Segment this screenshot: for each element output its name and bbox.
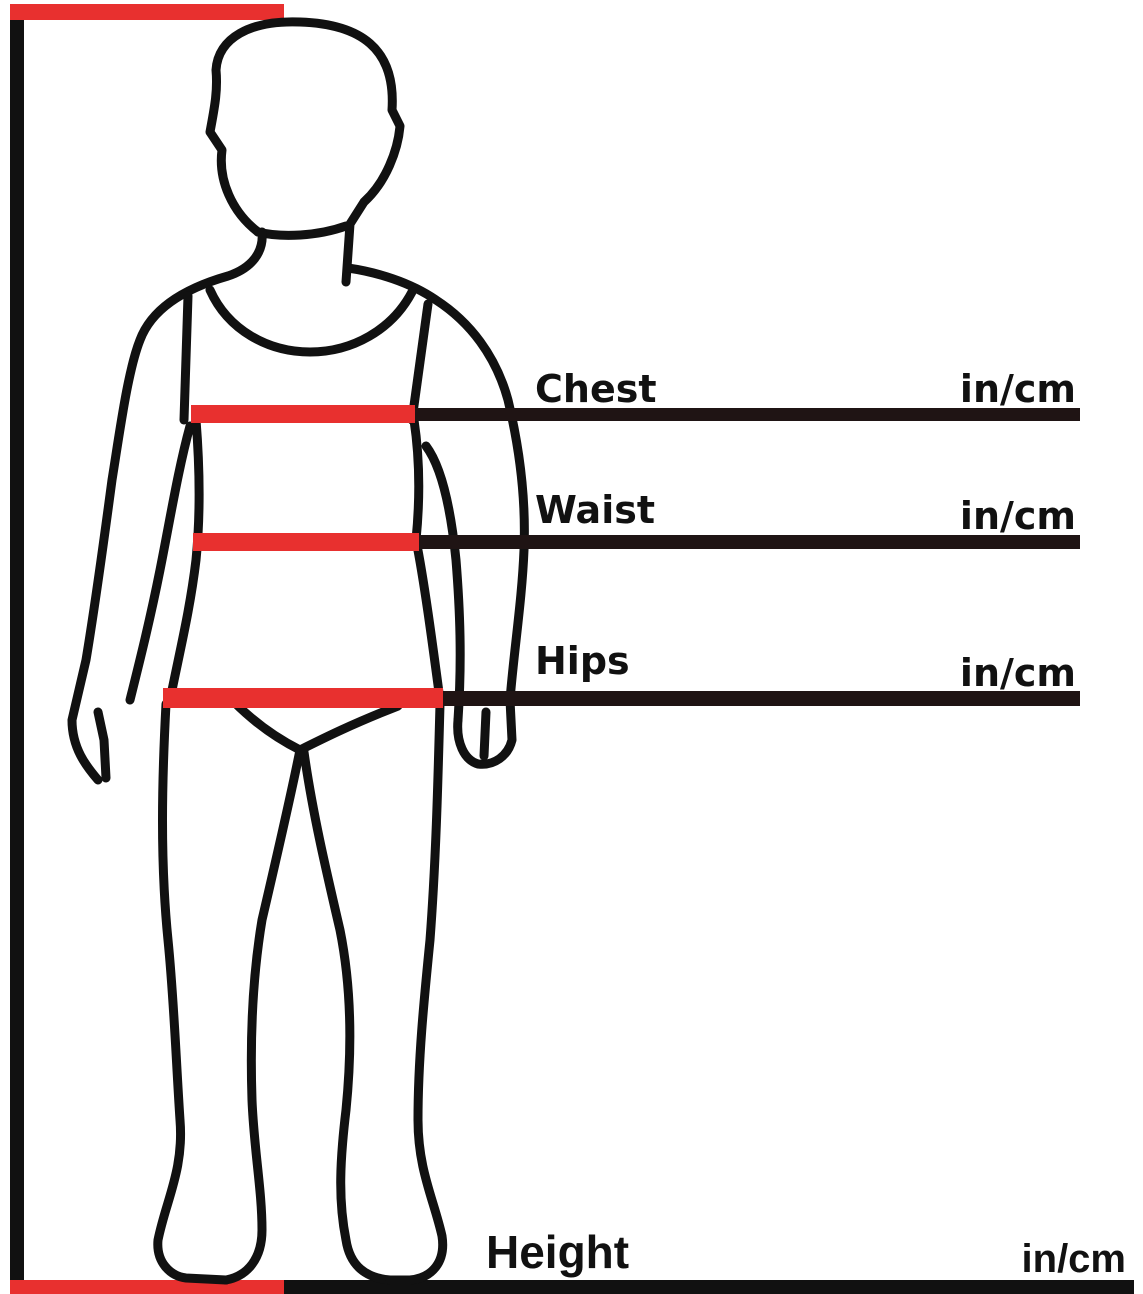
left-hand bbox=[98, 712, 106, 778]
waist-label: Waist bbox=[535, 488, 655, 532]
waist-marker bbox=[193, 533, 419, 551]
tank-top-neckline bbox=[210, 290, 412, 352]
tank-top-left-strap bbox=[184, 296, 188, 420]
child-silhouette bbox=[72, 22, 524, 1280]
height-top-marker bbox=[10, 4, 284, 20]
head-outline bbox=[210, 22, 400, 282]
right-hand-detail bbox=[484, 712, 486, 756]
underwear bbox=[234, 702, 398, 750]
hips-measurement: Hips in/cm bbox=[163, 639, 1080, 708]
chin-line bbox=[258, 226, 346, 235]
height-vertical-bar bbox=[10, 6, 24, 1288]
left-leg-inner bbox=[226, 750, 300, 1280]
chest-unit: in/cm bbox=[960, 367, 1076, 411]
height-unit: in/cm bbox=[1022, 1237, 1126, 1281]
chest-label: Chest bbox=[535, 367, 657, 411]
height-measurement: Height in/cm bbox=[486, 1226, 1126, 1281]
chest-marker bbox=[191, 405, 415, 423]
right-leg-outer bbox=[390, 704, 443, 1280]
hips-label: Hips bbox=[535, 639, 630, 683]
tank-top-right-strap bbox=[412, 304, 428, 420]
right-leg-inner bbox=[304, 752, 390, 1280]
hips-marker bbox=[163, 688, 443, 708]
height-label: Height bbox=[486, 1226, 629, 1278]
height-bottom-marker bbox=[10, 1280, 284, 1294]
hips-unit: in/cm bbox=[960, 651, 1076, 695]
waist-unit: in/cm bbox=[960, 494, 1076, 538]
chest-measurement: Chest in/cm bbox=[191, 367, 1080, 423]
left-leg-outer bbox=[158, 704, 226, 1280]
right-inner-arm bbox=[426, 446, 460, 720]
waist-measurement: Waist in/cm bbox=[193, 488, 1080, 551]
